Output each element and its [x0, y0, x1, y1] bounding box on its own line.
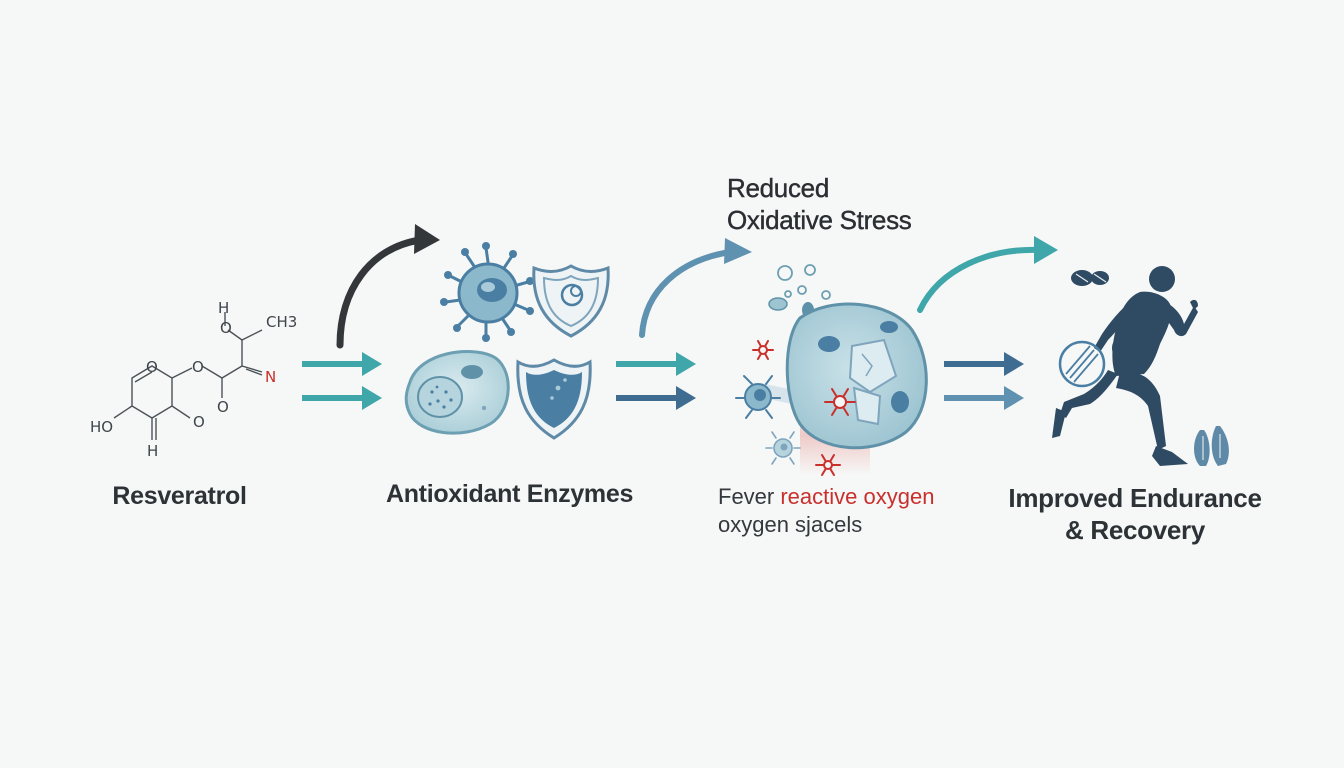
step-label-improved-endurance: Improved Endurance & Recovery — [985, 482, 1285, 546]
atom-o-link: O — [192, 358, 204, 376]
runner-silhouette-icon — [1052, 266, 1198, 466]
atom-n: N — [265, 368, 276, 386]
atom-h-top: H — [218, 299, 229, 317]
shield-outline-icon — [532, 264, 610, 338]
atom-ch3: CH3 — [266, 313, 297, 331]
atom-ho: HO — [90, 418, 113, 436]
step-label-reduced-oxidative-stress: Reduced Oxidative Stress — [727, 172, 912, 236]
ros-caption: Fever reactive oxygen oxygen sjacels — [718, 483, 934, 539]
ros-caption-red: reactive oxygen — [780, 484, 935, 509]
final-line-2: & Recovery — [1064, 515, 1206, 545]
molecule-structure-icon — [113, 312, 263, 440]
final-line-1: Improved Endurance — [1008, 483, 1262, 513]
atom-h-bottom: H — [147, 442, 158, 460]
ros-caption-prefix: Fever — [718, 484, 781, 509]
stress-line-2: Oxidative Stress — [727, 205, 912, 235]
damaged-cell-icon — [735, 264, 928, 475]
shield-filled-icon — [516, 358, 592, 440]
arrows-step-3 — [917, 236, 1058, 410]
arrows-step-1 — [302, 224, 440, 410]
ros-caption-line2: oxygen sjacels — [718, 512, 863, 537]
atom-o-right: O — [217, 398, 229, 416]
arrows-step-2 — [616, 238, 752, 410]
reactive-oxygen-icon — [752, 340, 856, 476]
cell-icon — [404, 350, 510, 435]
step-label-antioxidant-enzymes: Antioxidant Enzymes — [385, 480, 634, 508]
step-label-resveratrol: Resveratrol — [112, 482, 247, 510]
atom-o-top: O — [220, 319, 232, 337]
microbe-icon — [440, 242, 534, 342]
muscle-icon — [1058, 270, 1229, 466]
atom-o-bottom: O — [193, 413, 205, 431]
atom-o-ring: O — [146, 358, 158, 376]
stress-line-1: Reduced — [727, 173, 830, 203]
